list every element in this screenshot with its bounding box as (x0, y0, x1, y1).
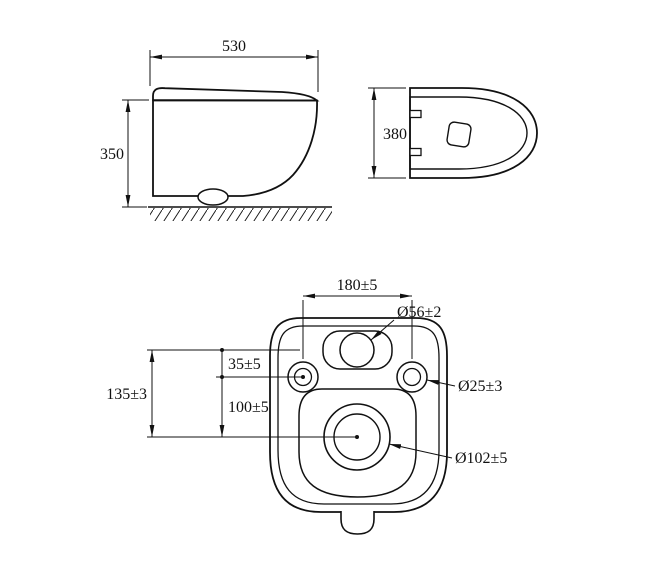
toilet-body-profile (152, 99, 318, 197)
hole-spacing-label: 180±5 (337, 277, 378, 294)
side-view-width-dimension: 530 (149, 38, 319, 92)
drain-outlet (197, 188, 229, 206)
inlet-hole (339, 332, 375, 368)
water-spot (446, 121, 472, 148)
side-width-label: 530 (222, 38, 246, 55)
body-inner-outline (277, 325, 440, 505)
side-view-height-dimension: 350 (100, 99, 149, 208)
drain-offset-label: 100±5 (228, 399, 269, 416)
side-view: 530 350 (100, 38, 332, 221)
inlet-hole-callout: Ø56±2 (370, 304, 441, 341)
bolt-mark-bottom (409, 147, 422, 157)
top-view: 380 (368, 87, 538, 179)
right-fixing-hole (402, 367, 422, 387)
leader-line (426, 379, 456, 387)
bowl-plan-outline (409, 87, 538, 179)
drain-hole-callout: Ø102±5 (388, 443, 507, 467)
bowl-contour (298, 388, 417, 498)
leader-line (370, 319, 395, 341)
top-view-depth-dimension: 380 (368, 87, 407, 179)
drain-center-dot (355, 435, 359, 439)
inlet-hole-label: Ø56±2 (397, 304, 441, 321)
drain-hole-label: Ø102±5 (455, 450, 507, 467)
fixing-hole-callout: Ø25±3 (426, 378, 502, 395)
right-fixing-hole-outer (396, 361, 428, 393)
top-depth-label: 380 (383, 126, 407, 143)
back-view: 180±5 Ø56±2 135±3 35±5 100±5 Ø25±3 (106, 277, 507, 535)
reference-dot (301, 375, 305, 379)
inlet-recess (322, 330, 393, 370)
inlet-offset-label: 35±5 (228, 356, 261, 373)
body-outer-outline (269, 317, 448, 513)
side-height-label: 350 (100, 146, 124, 163)
bottom-tab (340, 511, 375, 535)
total-offset-label: 135±3 (106, 386, 147, 403)
vertical-offsets-dimension: 135±3 35±5 100±5 (106, 348, 359, 439)
ground-hatch (150, 208, 332, 221)
hole-spacing-dimension: 180±5 (302, 277, 413, 359)
fixing-hole-label: Ø25±3 (458, 378, 502, 395)
dimension-dot (220, 348, 224, 352)
bolt-mark-top (409, 109, 422, 119)
toilet-lid-profile (152, 87, 320, 102)
bowl-rim-outline (409, 96, 528, 170)
leader-line (388, 443, 453, 459)
